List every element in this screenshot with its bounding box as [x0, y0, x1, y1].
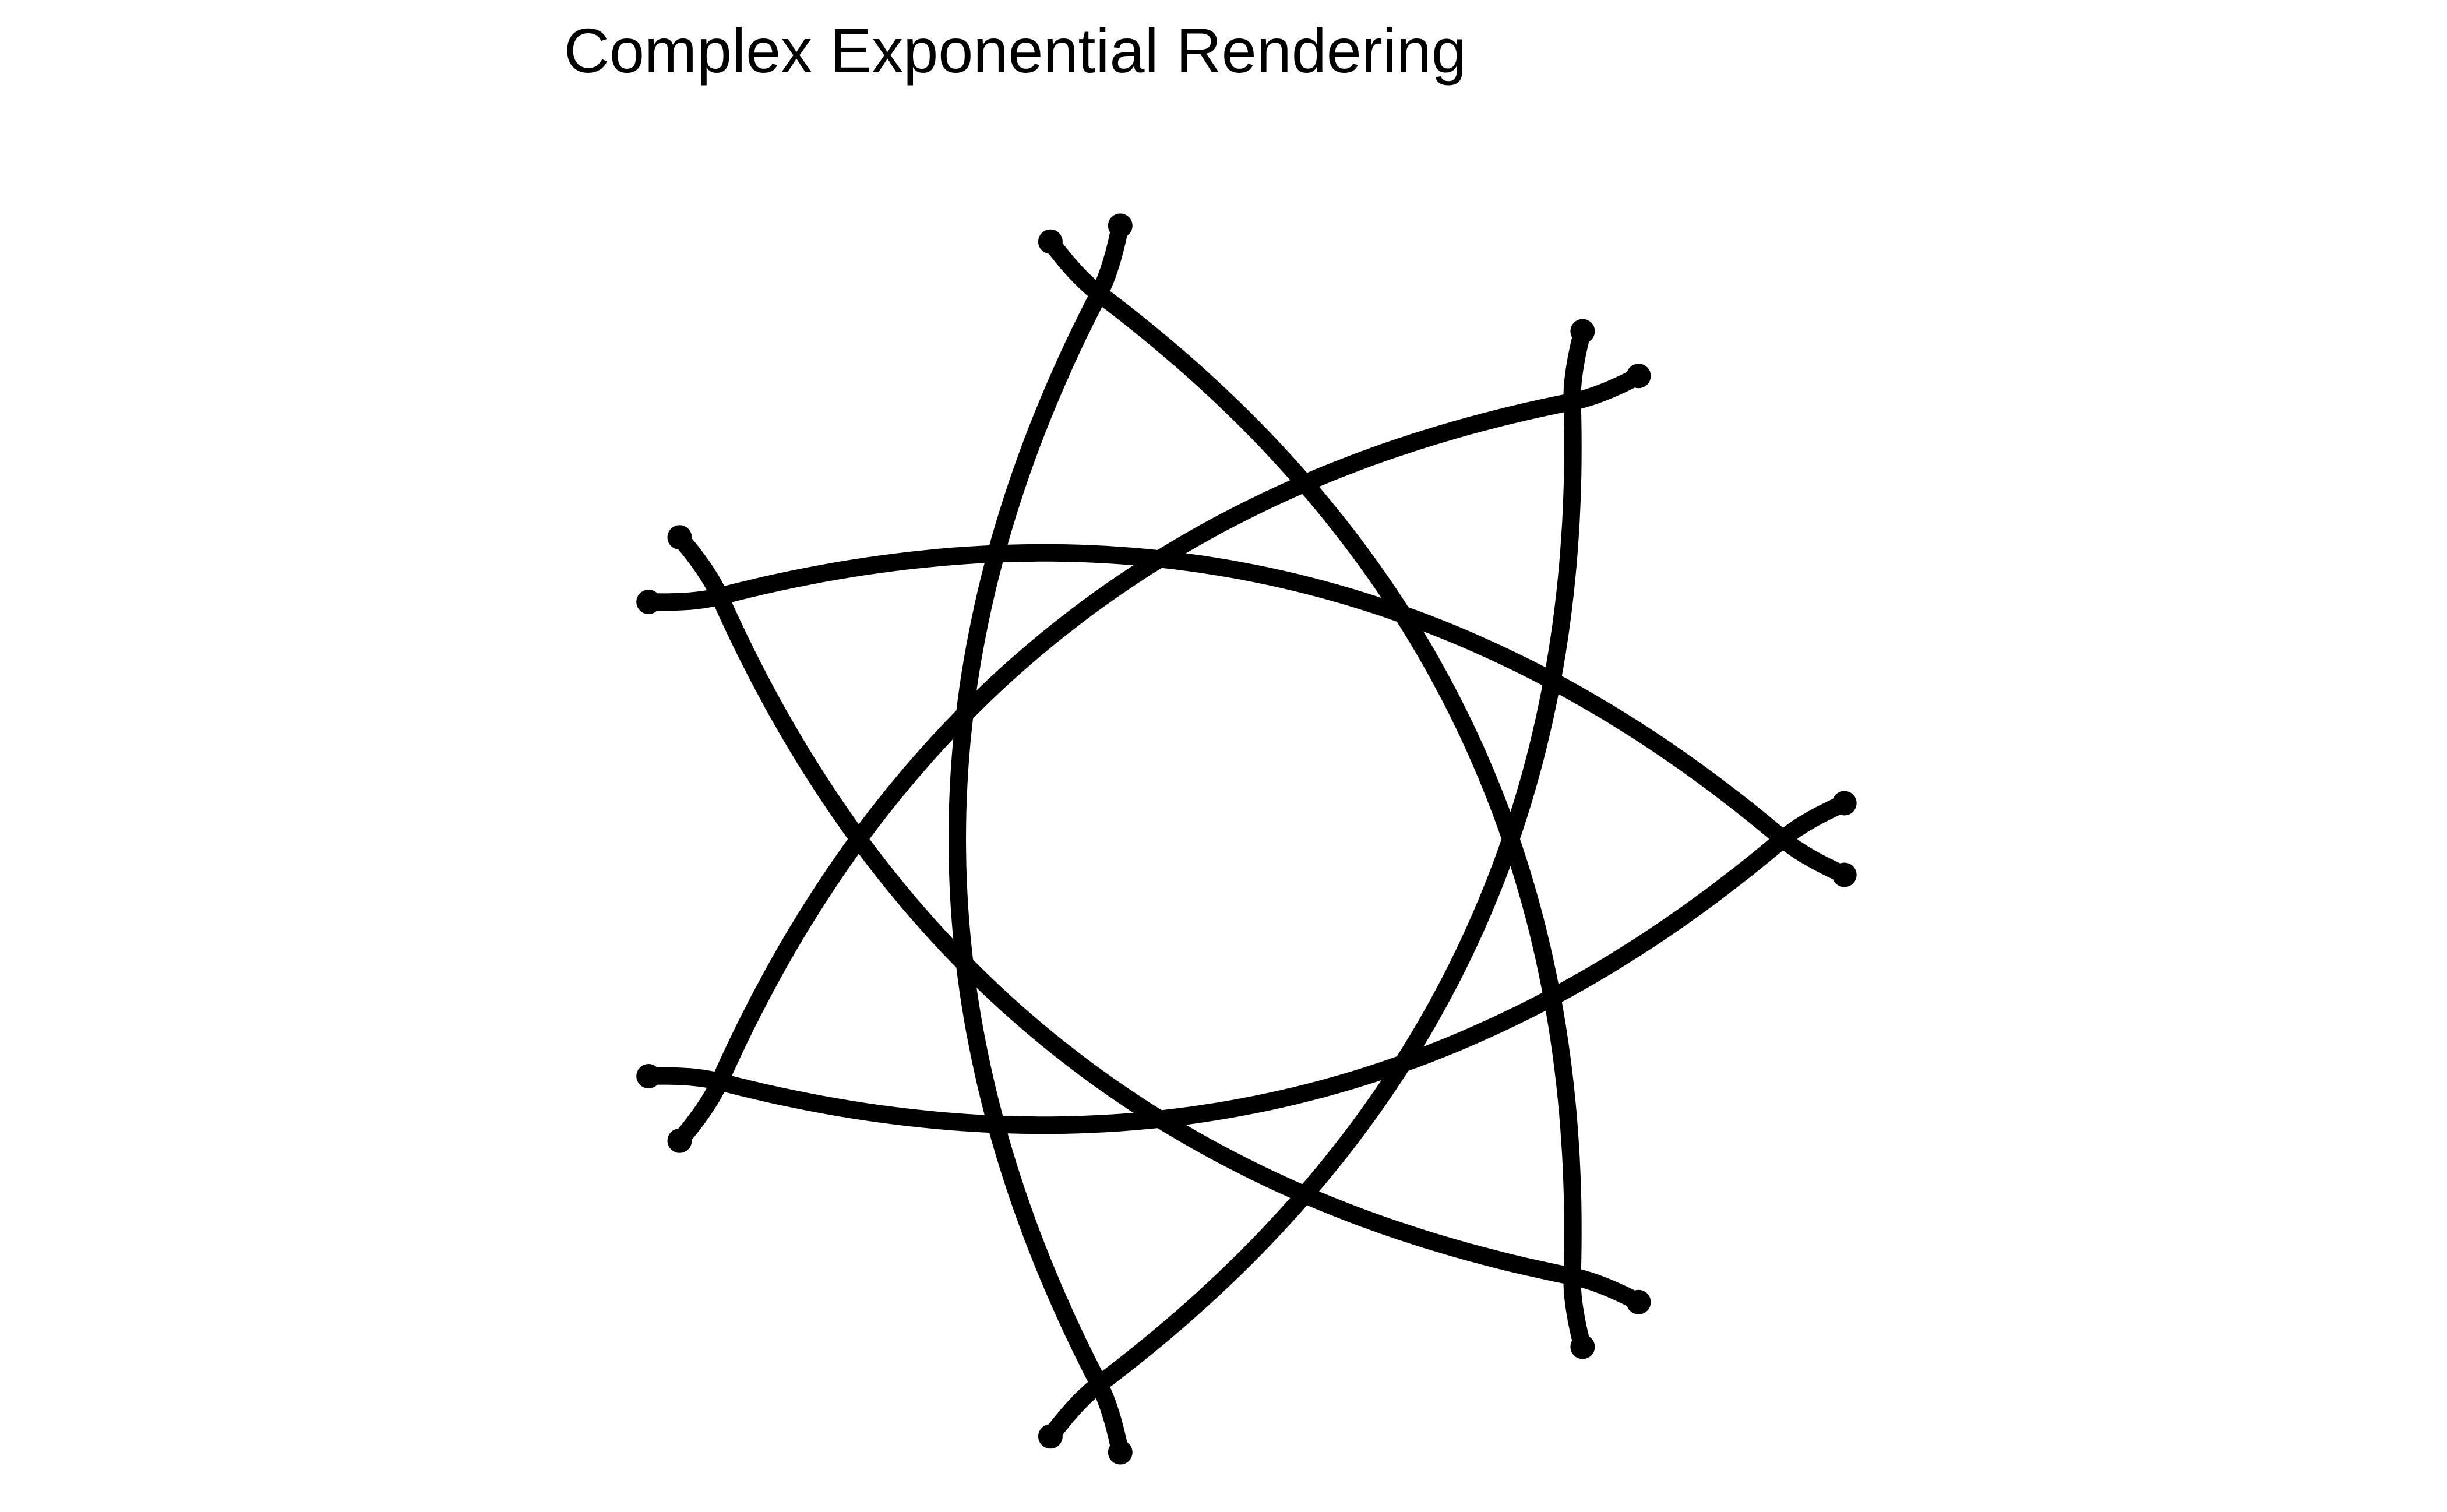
arc-endpoint-dot [1108, 1440, 1133, 1465]
arc-endpoint-dot [667, 1128, 692, 1153]
star-arc [1041, 322, 1592, 1446]
arc-endpoint-dot [636, 1064, 661, 1088]
arc-endpoint-dot [667, 525, 692, 550]
arc-endpoint-dot [1626, 364, 1651, 389]
figure-title: Complex Exponential Rendering [564, 15, 1466, 86]
star-arc [671, 528, 1648, 1311]
arc-endpoint-dot [1570, 1334, 1595, 1359]
star-arc [671, 367, 1648, 1150]
arc-endpoint-dot [1626, 1289, 1651, 1314]
arc-endpoint-dot [1038, 1424, 1063, 1449]
arc-endpoint-dot [636, 590, 661, 614]
arc-endpoint-dot [1832, 791, 1857, 816]
star-arc [949, 217, 1129, 1461]
arc-endpoint-dot [1832, 862, 1857, 887]
arc-endpoint-dot [1108, 213, 1133, 238]
star-arc [640, 794, 1853, 1134]
arc-endpoint-dot [1570, 319, 1595, 344]
arc-endpoint-dot [1038, 229, 1063, 254]
star-arc [1041, 232, 1592, 1356]
star-arc [640, 544, 1853, 884]
